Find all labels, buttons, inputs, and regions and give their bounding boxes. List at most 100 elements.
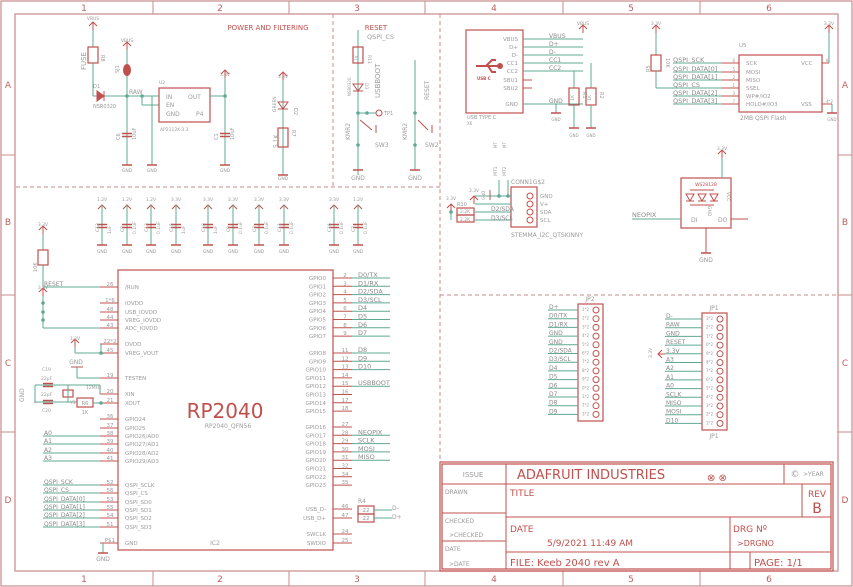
pin-circle-icon xyxy=(716,324,724,332)
pin-circle-icon xyxy=(592,332,600,340)
led-icon xyxy=(685,193,695,203)
power-arrow-icon xyxy=(38,287,48,296)
net-label: QSPI_DATA[3] xyxy=(44,521,85,528)
logo-icon: ⊗ ⊗ xyxy=(707,473,727,484)
pin-number: 1*2 xyxy=(582,307,590,312)
pin-circle-icon xyxy=(716,367,724,375)
label: GND xyxy=(254,249,265,255)
pin-number: 55 xyxy=(107,505,114,511)
pin-circle-icon xyxy=(716,359,724,366)
label: 1K xyxy=(587,94,593,101)
label: GND xyxy=(122,168,133,174)
net-label: D3/SCL xyxy=(358,296,382,304)
pin-name: USB_D- xyxy=(306,507,326,513)
pin-name: GPIO18 xyxy=(305,442,326,448)
pin-number: 44 xyxy=(107,315,114,321)
pin-name: SBU1 xyxy=(503,78,518,84)
net-label: GND xyxy=(549,330,563,337)
label: 2MB QSPI Flash xyxy=(740,115,787,122)
pin-number: P$1 xyxy=(105,538,115,544)
net-label: D6 xyxy=(358,321,367,329)
pin-circle-icon xyxy=(716,350,724,358)
pin-number: 16 xyxy=(342,390,349,396)
label: STEMMA_I2C_QTSKINNY xyxy=(511,232,583,239)
label: 1K xyxy=(570,94,576,101)
label: Y1 xyxy=(69,400,76,406)
label: GND xyxy=(586,133,595,138)
label: R7 xyxy=(290,130,296,137)
pin-number: 38 xyxy=(107,431,114,437)
pin-number: 15 xyxy=(342,381,349,387)
pin-number: 0*2 xyxy=(706,342,714,347)
pin-name: GND xyxy=(125,541,138,547)
section-title: RESET xyxy=(365,24,388,32)
pin-number: 7 xyxy=(343,315,347,321)
power-arrow-icon xyxy=(220,69,230,78)
pin-number: 6 xyxy=(343,306,347,312)
net-label: D4 xyxy=(358,304,367,312)
label: 22 xyxy=(363,508,370,514)
label: MT xyxy=(493,142,498,148)
pin-number: 5*2 xyxy=(706,386,714,391)
net-label: D6 xyxy=(549,382,558,389)
cap-ref: C15 xyxy=(169,223,175,232)
pin-number: 6*2 xyxy=(582,351,590,356)
label: C1 xyxy=(214,133,220,140)
pin-name: SCL xyxy=(540,218,551,224)
net-label: MOSI xyxy=(666,409,682,416)
pin-name: GPIO28/AD2 xyxy=(125,451,159,457)
pin-name: GPIO13 xyxy=(305,393,326,399)
column-label: 5 xyxy=(628,4,634,14)
pin-number: 9 xyxy=(343,331,347,337)
pin-number: 37 xyxy=(107,423,114,429)
label: DATE xyxy=(510,525,534,535)
pin-number: 22*2 xyxy=(103,339,116,345)
row-label: A xyxy=(842,81,849,91)
pin-name: D- xyxy=(512,53,518,59)
label: GND xyxy=(171,249,182,255)
pin-number: 7 xyxy=(732,99,735,104)
label: 3.3V xyxy=(824,21,835,27)
pin-name: GPIO9 xyxy=(309,359,327,365)
pin-number: 1*2 xyxy=(706,420,714,425)
label: SJ1 xyxy=(115,65,121,73)
net-label: A3 xyxy=(44,455,52,462)
cap-voltage: 3.3V xyxy=(279,197,290,203)
junction-dot xyxy=(356,143,360,147)
label: D3 xyxy=(363,83,369,89)
label: CHECKED xyxy=(445,518,474,525)
pin-name: GPIO27/AD1 xyxy=(125,442,159,448)
junction-dot xyxy=(41,301,45,305)
label: MT2 xyxy=(502,166,508,176)
net-label: A2 xyxy=(44,447,52,454)
cap-ref: C11 xyxy=(277,223,283,232)
pin-circle-icon xyxy=(526,200,534,208)
solder-jumper-icon xyxy=(123,64,131,76)
net-label: D10 xyxy=(666,417,678,424)
label: GND xyxy=(481,191,486,200)
pin-name: GPIO5 xyxy=(309,318,327,324)
cap-voltage: 1.2V xyxy=(353,197,364,203)
pin-name: SBU2 xyxy=(503,86,518,92)
pin-circle-icon xyxy=(592,323,600,331)
pin-number: 13 xyxy=(342,365,349,371)
net-label: D2/SDA xyxy=(491,206,515,213)
label: 12MHz xyxy=(86,385,102,391)
pin-number: 6*2 xyxy=(706,377,714,382)
cap-ref: C9 xyxy=(226,226,232,232)
pin-number: 9*2 xyxy=(706,351,714,356)
column-label: 4 xyxy=(491,575,497,585)
net-label: QSPI_SCK xyxy=(673,56,705,64)
pin-name: GPIO1 xyxy=(309,284,326,290)
net-label: MOSI xyxy=(358,445,375,453)
label: GND xyxy=(69,359,83,366)
label: 10uF xyxy=(230,127,236,140)
label: SW3 xyxy=(375,142,389,149)
year-field: >YEAR xyxy=(803,471,824,478)
pin-number: 28 xyxy=(342,430,349,436)
row-label: B xyxy=(5,218,11,228)
label: 10uF xyxy=(132,127,138,140)
row-label: D xyxy=(842,496,849,506)
page-number: PAGE: 1/1 xyxy=(754,558,803,569)
net-label: QSPI_DATA[1] xyxy=(44,504,85,511)
